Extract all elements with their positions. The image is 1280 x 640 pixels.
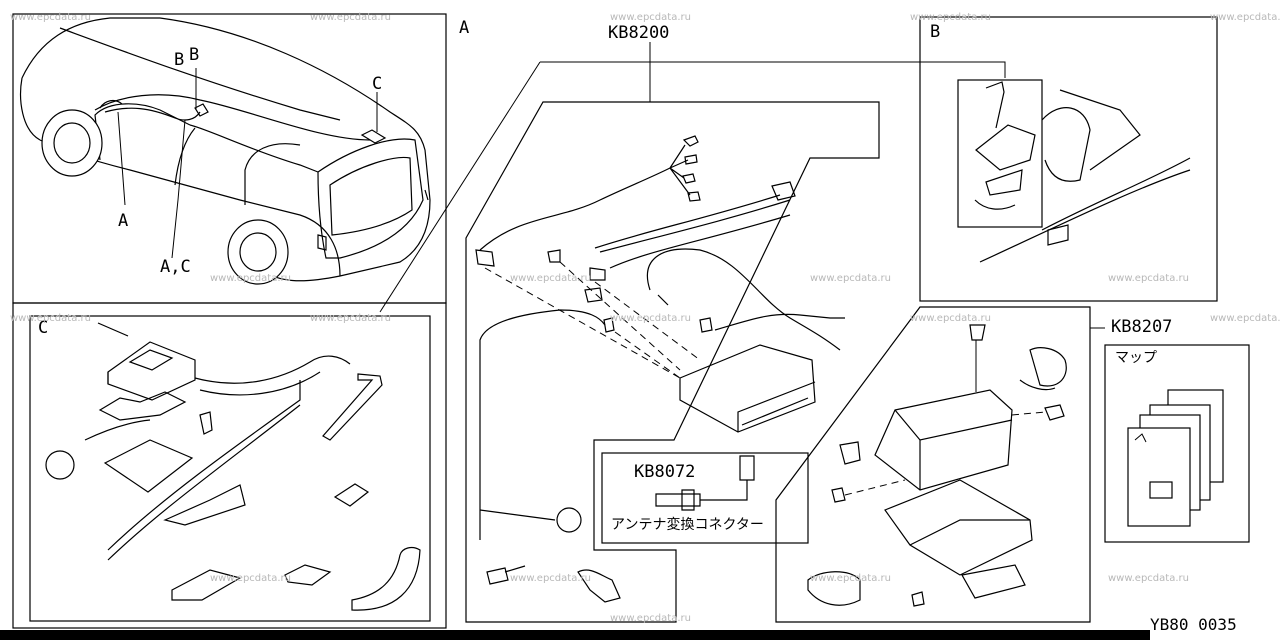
kb8207-drawing [807, 324, 1067, 607]
part-kb8072: KB8072 [634, 462, 696, 482]
watermark: www.epcdata.ru [910, 313, 991, 324]
watermark: www.epcdata.ru [810, 573, 891, 584]
watermark: www.epcdata.ru [10, 313, 91, 324]
detail-c-inner-frame [29, 315, 431, 622]
detail-c-frame [12, 302, 447, 629]
kb8207-frame [775, 306, 1091, 623]
detail-b-drawing [957, 79, 1191, 263]
detail-b-frame [919, 16, 1218, 302]
watermark: www.epcdata.ru [810, 273, 891, 284]
part-kb8207: KB8207 [1111, 317, 1173, 337]
watermark: www.epcdata.ru [610, 12, 691, 23]
kb8200-drawing [475, 135, 845, 603]
footer-code: YB80 0035 [1150, 615, 1237, 634]
panel-frames [12, 13, 1250, 629]
watermark: www.epcdata.ru [610, 313, 691, 324]
watermark: www.epcdata.ru [210, 573, 291, 584]
watermark: www.epcdata.ru [10, 12, 91, 23]
callout-a: A [118, 211, 129, 231]
map-label: マップ [1115, 350, 1157, 366]
callout-b-2: B [189, 45, 200, 65]
front-wheel [41, 109, 103, 177]
part-kb8200: KB8200 [608, 23, 670, 43]
watermark: www.epcdata.ru [510, 273, 591, 284]
map-frame [1104, 344, 1250, 543]
rear-wheel [227, 219, 289, 285]
bottom-bar [0, 630, 1150, 640]
watermark: www.epcdata.ru [310, 12, 391, 23]
kb8200-frame [465, 101, 880, 623]
watermark: www.epcdata.ru [210, 273, 291, 284]
watermark: www.epcdata.ru [1210, 12, 1280, 23]
panel-c-label: C [38, 318, 49, 338]
callout-c: C [372, 74, 383, 94]
map-drawing [1127, 389, 1224, 527]
watermark: www.epcdata.ru [310, 313, 391, 324]
callout-b-1: B [174, 50, 185, 70]
kb8072-drawing [655, 455, 755, 511]
panel-b-label: B [930, 22, 941, 42]
car-drawing [19, 17, 431, 285]
watermark: www.epcdata.ru [1108, 573, 1189, 584]
watermark: www.epcdata.ru [1108, 273, 1189, 284]
watermark: www.epcdata.ru [910, 12, 991, 23]
callout-a-c: A,C [160, 257, 191, 277]
watermark: www.epcdata.ru [610, 613, 691, 624]
kb8072-frame [601, 452, 809, 544]
panel-a-label: A [459, 18, 470, 38]
leader-lines [379, 42, 1105, 329]
watermark: www.epcdata.ru [1210, 313, 1280, 324]
watermark: www.epcdata.ru [510, 573, 591, 584]
detail-c-drawing [45, 322, 421, 611]
part-kb8072-desc: アンテナ変換コネクター [611, 517, 764, 533]
